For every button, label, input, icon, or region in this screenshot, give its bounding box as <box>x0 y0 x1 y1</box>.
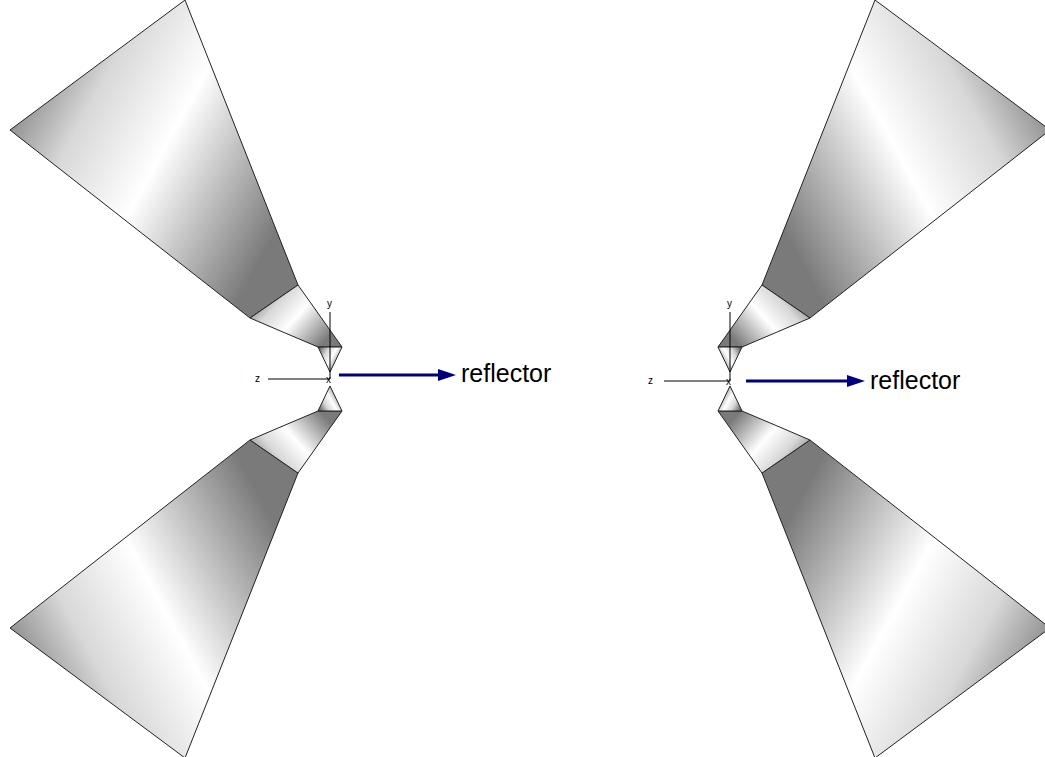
upper-cone <box>718 0 1045 372</box>
arrow-line <box>339 374 440 377</box>
axis-label: y <box>727 299 732 309</box>
direction-label: reflector <box>461 361 551 386</box>
upper-cone <box>10 0 342 372</box>
axis-label: x <box>326 375 331 385</box>
arrow-head <box>847 375 865 387</box>
axis-label: y <box>327 299 332 309</box>
z-axis <box>664 381 730 382</box>
arrow-head <box>438 369 456 381</box>
lower-cone <box>10 386 342 757</box>
y-axis <box>730 312 731 381</box>
z-axis <box>268 379 330 380</box>
axis-label: x <box>726 377 731 387</box>
arrow-line <box>746 380 849 383</box>
y-axis <box>330 312 331 379</box>
axis-label: z <box>648 376 653 386</box>
axis-label: z <box>255 374 260 384</box>
direction-label: reflector <box>870 368 960 393</box>
lower-cone <box>718 386 1045 757</box>
